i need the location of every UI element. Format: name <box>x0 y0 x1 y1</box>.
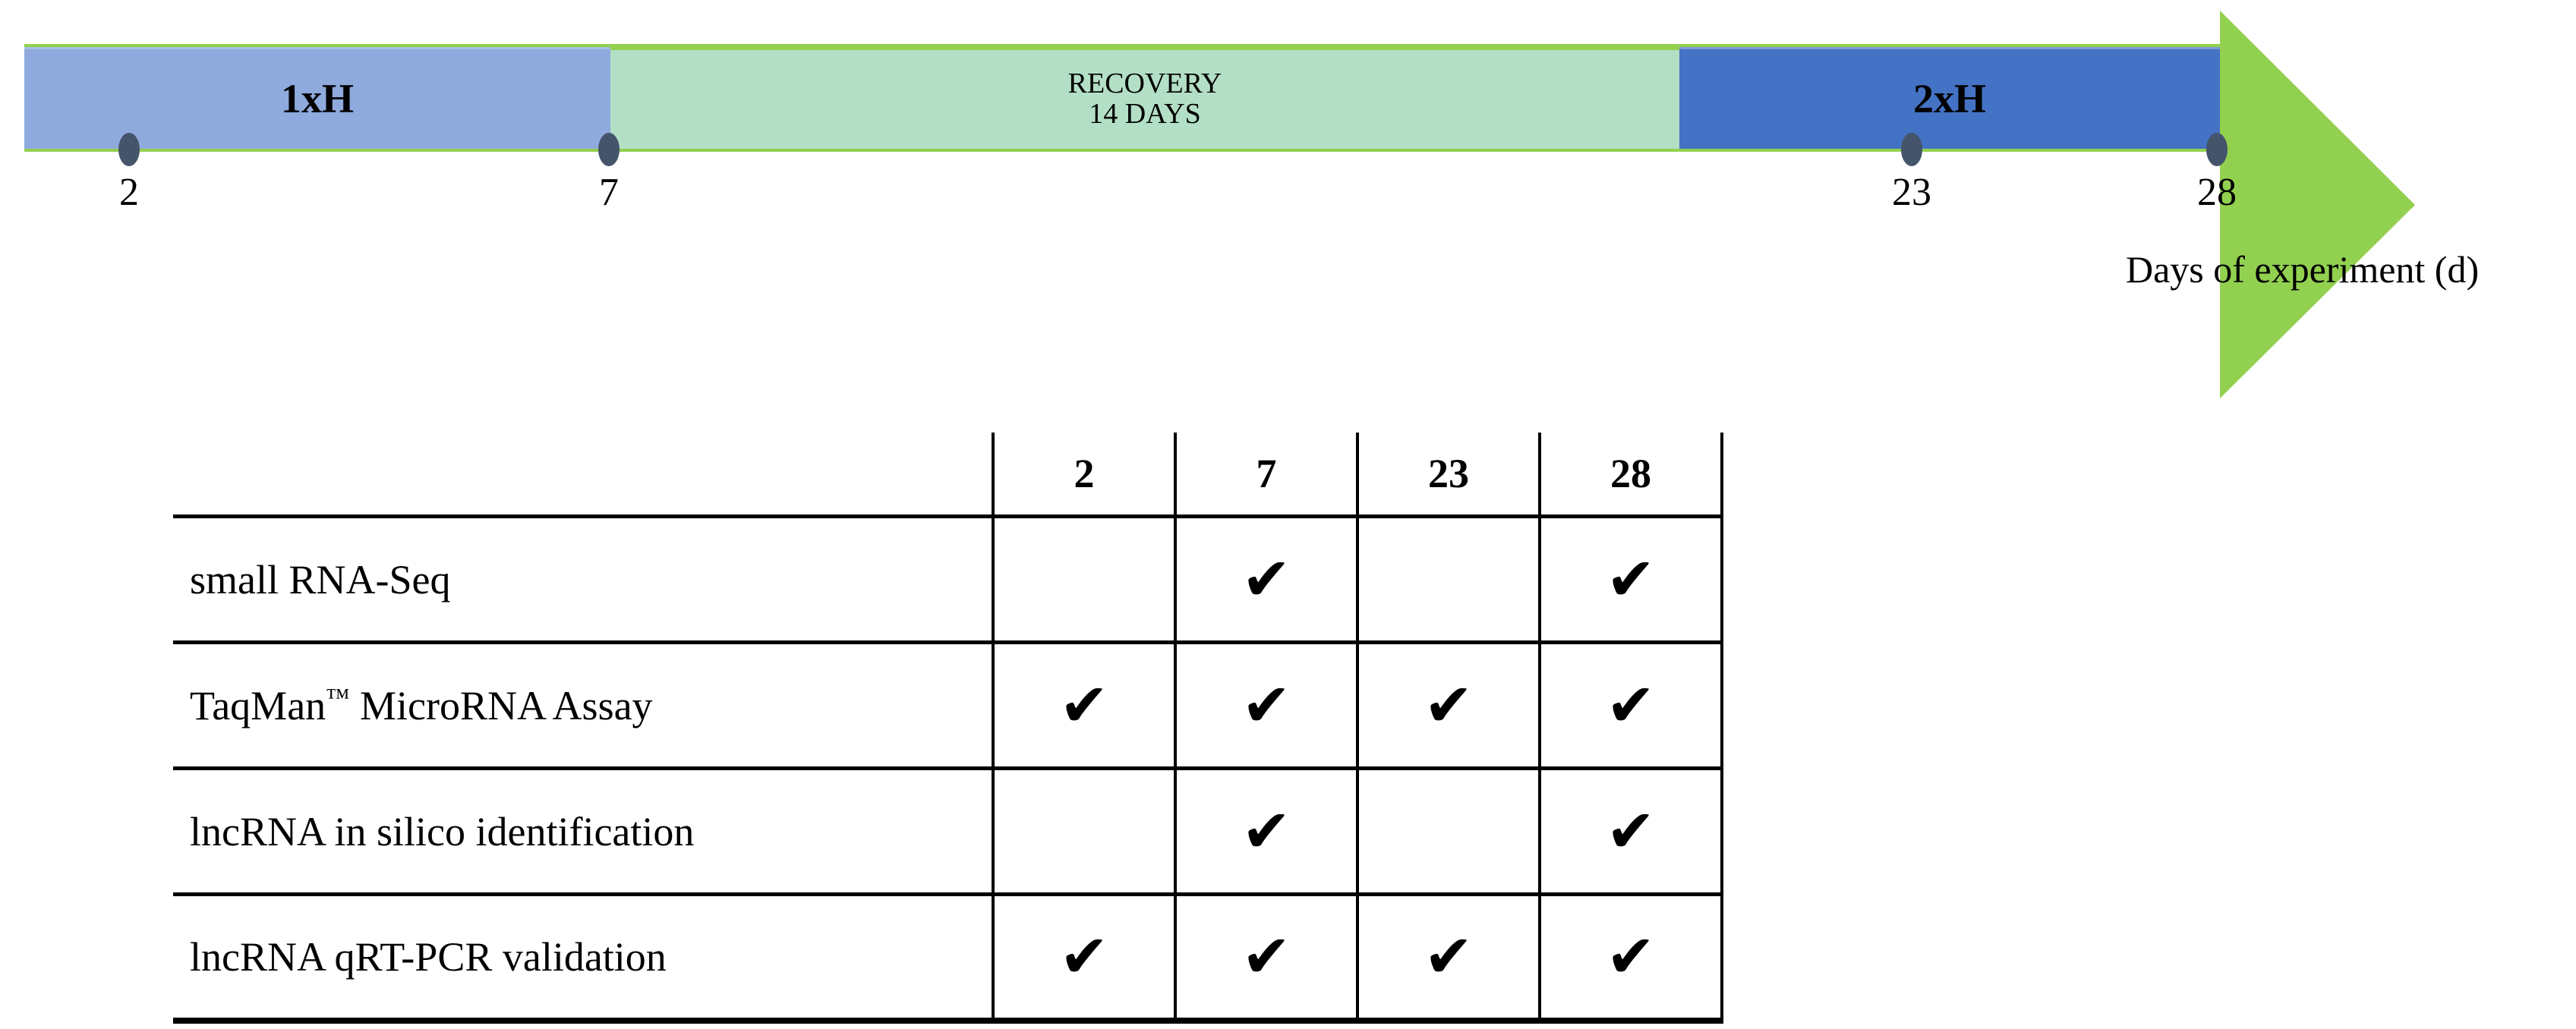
check-icon: ✔ <box>1059 922 1109 991</box>
phase-sublabel-recovery-duration: 14 DAYS <box>1089 98 1201 130</box>
check-icon: ✔ <box>1424 922 1474 991</box>
day-marker-dot-2 <box>118 133 140 166</box>
check-icon: ✔ <box>1241 922 1291 991</box>
column-header-day-7: 7 <box>1174 433 1357 517</box>
check-icon: ✔ <box>1606 671 1656 740</box>
checkmark-cell: ✔ <box>992 640 1175 769</box>
check-icon: ✔ <box>1059 671 1109 740</box>
table-row: lncRNA in silico identification ✔ ✔ <box>173 766 1723 895</box>
check-icon: ✔ <box>1241 797 1291 866</box>
checkmark-cell: ✔ <box>1356 640 1540 769</box>
table-header-row: 2 7 23 28 <box>173 433 1723 517</box>
row-label-assay-3: lncRNA qRT-PCR validation <box>173 892 993 1024</box>
table-body: small RNA-Seq ✔ ✔ TaqMan™ MicroRNA Assay ✔ ✔ ✔… <box>173 514 1723 1024</box>
checkmark-cell: ✔ <box>1174 514 1357 643</box>
checkmark-cell: ✔ <box>1174 892 1357 1024</box>
check-icon: ✔ <box>1606 922 1656 991</box>
row-label-assay-0: small RNA-Seq <box>173 514 993 643</box>
phase-label-recovery: RECOVERY <box>1067 68 1222 100</box>
empty-cell <box>1356 514 1540 643</box>
checkmark-cell: ✔ <box>1538 640 1723 769</box>
column-header-day-2: 2 <box>992 433 1175 517</box>
check-icon: ✔ <box>1606 545 1656 614</box>
axis-caption-days-of-experiment: Days of experiment (d) <box>2126 248 2480 291</box>
checkmark-cell: ✔ <box>1538 892 1723 1024</box>
sampling-schedule-table: 2 7 23 28 small RNA-Seq✔✔TaqMan™ MicroRN… <box>173 433 1723 1029</box>
empty-cell <box>992 766 1175 895</box>
empty-cell <box>992 514 1175 643</box>
table-row: lncRNA qRT-PCR validation ✔ ✔ ✔ ✔ <box>173 892 1723 1024</box>
check-icon: ✔ <box>1424 671 1474 740</box>
table-row: small RNA-Seq ✔ ✔ <box>173 514 1723 643</box>
checkmark-cell: ✔ <box>1538 766 1723 895</box>
day-marker-dot-23 <box>1901 133 1922 166</box>
check-icon: ✔ <box>1241 545 1291 614</box>
checkmark-cell: ✔ <box>1356 892 1540 1024</box>
checkmark-cell: ✔ <box>1174 640 1357 769</box>
table-corner-cell <box>173 433 993 517</box>
phase-block-1xh: 1xH <box>24 47 610 149</box>
check-icon: ✔ <box>1241 671 1291 740</box>
phase-block-recovery: RECOVERY 14 DAYS <box>610 47 1679 149</box>
day-tick-label-23: 23 <box>1892 171 1931 214</box>
row-label-assay-2: lncRNA in silico identification <box>173 766 993 895</box>
timeline-arrow: 1xH RECOVERY 14 DAYS 2xH 2 7 23 28 Days … <box>0 0 2576 425</box>
trademark-symbol: ™ <box>326 682 350 710</box>
table-row: TaqMan™ MicroRNA Assay ✔ ✔ ✔ ✔ <box>173 640 1723 769</box>
column-header-day-28: 28 <box>1538 433 1723 517</box>
day-tick-label-7: 7 <box>599 171 619 214</box>
checkmark-cell: ✔ <box>992 892 1175 1024</box>
day-marker-dot-7 <box>598 133 620 166</box>
checkmark-cell: ✔ <box>1174 766 1357 895</box>
check-icon: ✔ <box>1606 797 1656 866</box>
row-label-assay-1: TaqMan™ MicroRNA Assay <box>173 640 993 769</box>
empty-cell <box>1356 766 1540 895</box>
checkmark-cell: ✔ <box>1538 514 1723 643</box>
day-tick-label-28: 28 <box>2197 171 2237 214</box>
phase-block-2xh: 2xH <box>1679 47 2220 149</box>
phase-label-1xh: 1xH <box>280 76 354 122</box>
phase-label-2xh: 2xH <box>1912 76 1986 122</box>
day-marker-dot-28 <box>2206 133 2228 166</box>
column-header-day-23: 23 <box>1356 433 1540 517</box>
day-tick-label-2: 2 <box>119 171 139 214</box>
